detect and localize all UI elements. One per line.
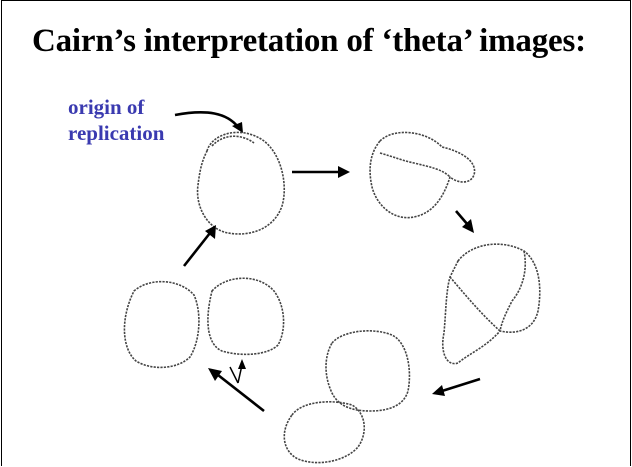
arrow-stage-2-to-3: [455, 210, 469, 226]
stage-1-circular-dna: [196, 131, 286, 235]
origin-pointer-arrow: [174, 111, 240, 128]
origin-of-replication-label: origin of replication: [68, 94, 164, 146]
arrow-stage-2-to-3-head: [462, 219, 474, 233]
arrow-stage-4-to-5: [217, 373, 265, 413]
arrow-stage-5-to-1-head: [205, 225, 216, 239]
separation-tick-head: [238, 359, 246, 369]
origin-label-line-1: origin of: [68, 95, 145, 119]
stage-5-daughter-circles: [123, 277, 285, 384]
origin-pointer-arrowhead: [232, 122, 243, 133]
separation-tick-left: [229, 366, 239, 384]
arrow-stage-3-to-4-head: [432, 385, 445, 396]
arrow-stage-5-to-1: [182, 232, 212, 267]
stage-2-early-theta: [369, 131, 476, 219]
arrow-stage-3-to-4: [441, 377, 481, 393]
slide-title: Cairn’s interpretation of ‘theta’ images…: [32, 23, 586, 59]
origin-label-line-2: replication: [68, 121, 165, 145]
arrow-stage-1-to-2-head: [338, 166, 350, 178]
stage-4-separating-circles: [283, 330, 411, 464]
stage-3-half-replicated-theta: [442, 243, 541, 365]
arrow-stage-4-to-5-head: [208, 368, 222, 381]
